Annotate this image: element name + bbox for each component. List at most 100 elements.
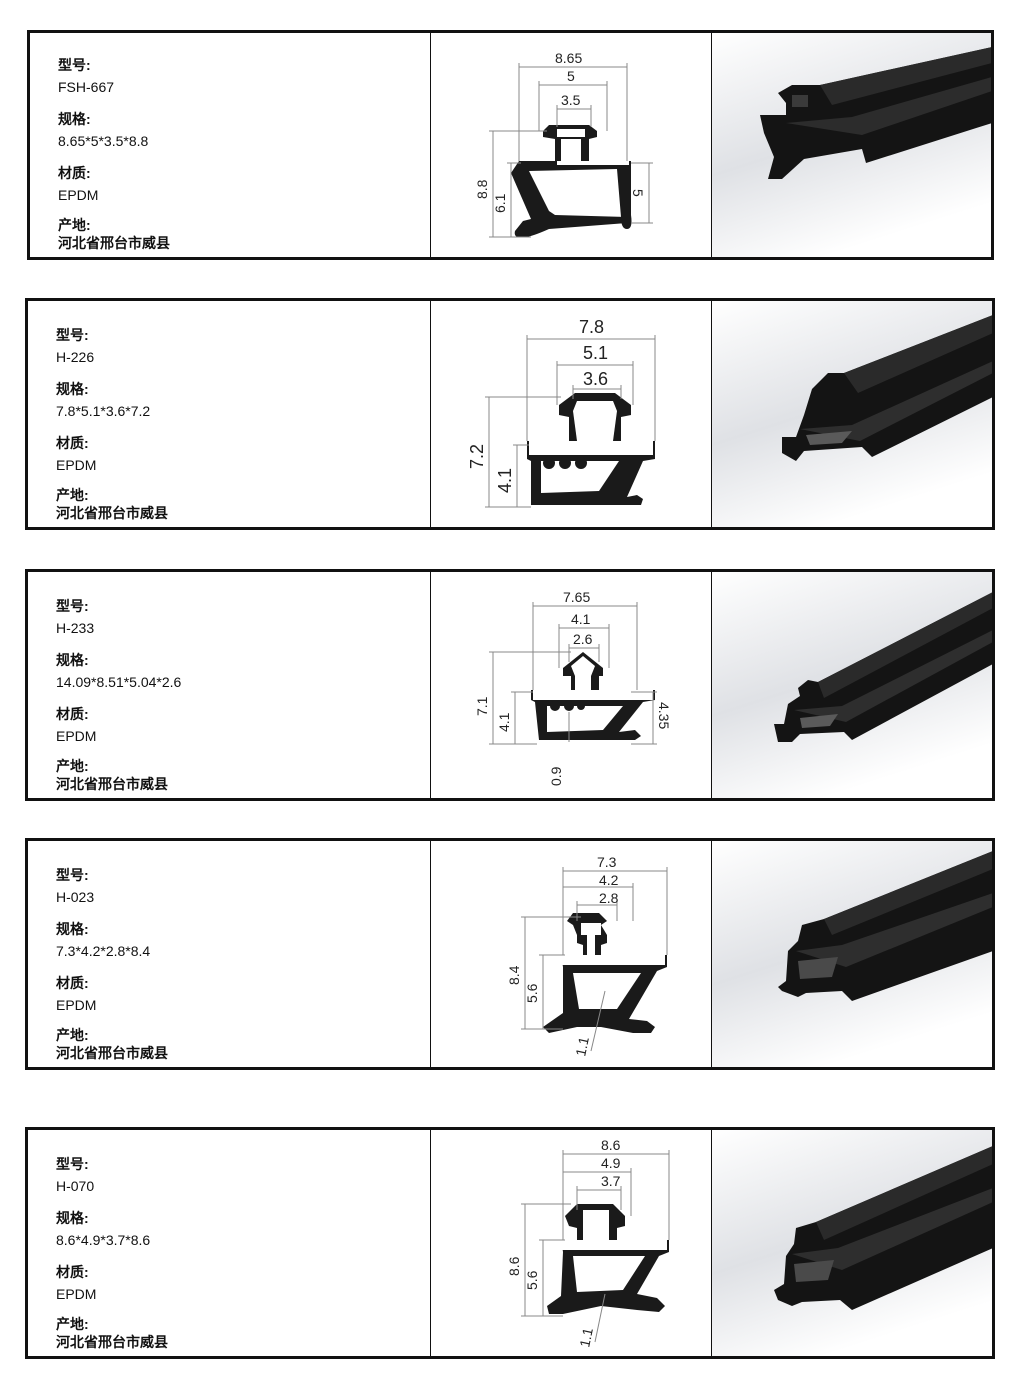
- material-label: 材质:: [56, 435, 89, 451]
- model-value: H-070: [56, 1178, 95, 1194]
- product-render: [711, 33, 991, 257]
- model-value: FSH-667: [58, 79, 115, 95]
- origin-value: 河北省邢台市威县: [56, 1334, 168, 1350]
- origin-label: 产地:: [56, 1316, 89, 1332]
- material-label: 材质:: [56, 706, 89, 722]
- dim-width-total: 8.65: [555, 50, 582, 66]
- dim-width-top: 2.6: [573, 631, 593, 647]
- model-label: 型号:: [56, 598, 89, 614]
- dim-height-lower: 4.1: [496, 712, 512, 732]
- origin-value: 河北省邢台市威县: [56, 1045, 168, 1061]
- profile-drawing: 7.8 5.1 3.6 7.2 4.1: [430, 301, 711, 527]
- dim-height-lower: 5.6: [524, 983, 540, 1003]
- origin-label: 产地:: [58, 217, 91, 233]
- dim-width-total: 7.3: [597, 854, 617, 870]
- origin-label: 产地:: [56, 758, 89, 774]
- profile-drawing: 8.6 4.9 3.7 8.6 5.6 1.1: [430, 1130, 711, 1356]
- profile-svg: 8.65 5 3.5 8.8 6.1 5: [474, 50, 653, 238]
- dim-width-mid: 5: [567, 68, 575, 84]
- model-label: 型号:: [56, 1156, 89, 1172]
- dim-height-right: 5: [630, 189, 646, 197]
- dim-width-mid: 5.1: [583, 343, 608, 363]
- dim-height-total: 8.4: [506, 965, 522, 985]
- profile-svg: 7.8 5.1 3.6 7.2 4.1: [467, 317, 656, 508]
- origin-label: 产地:: [56, 1027, 89, 1043]
- dim-width-top: 3.5: [561, 92, 581, 108]
- spec-value: 8.6*4.9*3.7*8.6: [56, 1232, 151, 1248]
- profile-drawing: 8.65 5 3.5 8.8 6.1 5: [430, 33, 711, 257]
- product-render: [711, 572, 992, 798]
- render-image: [712, 33, 991, 257]
- dim-width-total: 7.65: [563, 589, 590, 605]
- spec-value: 7.8*5.1*3.6*7.2: [56, 403, 151, 419]
- dim-width-mid: 4.1: [571, 611, 591, 627]
- product-render: [711, 301, 992, 527]
- product-info: 型号: H-233 规格: 14.09*8.51*5.04*2.6 材质: EP…: [28, 572, 430, 798]
- spec-label: 规格:: [56, 1210, 89, 1226]
- spec-label: 规格:: [56, 381, 89, 397]
- dim-width-total: 7.8: [579, 317, 604, 337]
- product-info: 型号: H-023 规格: 7.3*4.2*2.8*8.4 材质: EPDM 产…: [28, 841, 430, 1067]
- model-value: H-233: [56, 620, 95, 636]
- product-render: [711, 841, 992, 1067]
- model-value: H-023: [56, 889, 95, 905]
- profile-shape: [543, 913, 667, 1033]
- material-value: EPDM: [56, 1286, 97, 1302]
- product-info: 型号: FSH-667 规格: 8.65*5*3.5*8.8 材质: EPDM …: [30, 33, 430, 257]
- material-value: EPDM: [56, 457, 97, 473]
- spec-label: 规格:: [56, 652, 89, 668]
- dim-height-total: 8.8: [474, 179, 490, 199]
- spec-label: 规格:: [56, 921, 89, 937]
- spec-value: 7.3*4.2*2.8*8.4: [56, 943, 151, 959]
- profile-shape: [531, 652, 655, 740]
- dim-height-total: 7.1: [474, 696, 490, 716]
- model-value: H-226: [56, 349, 95, 365]
- dim-width-mid: 4.9: [601, 1155, 621, 1171]
- dim-height-lower: 6.1: [492, 193, 508, 213]
- profile-shape: [511, 125, 632, 238]
- material-value: EPDM: [56, 997, 97, 1013]
- spec-value: 14.09*8.51*5.04*2.6: [56, 674, 182, 690]
- model-label: 型号:: [56, 327, 89, 343]
- render-image: [712, 1130, 992, 1356]
- profile-svg: 7.65 4.1 2.6 7.1 4.1 4.35 0.9: [474, 589, 672, 786]
- dim-lip: 1.1: [572, 1035, 592, 1058]
- dim-width-top: 3.7: [601, 1173, 621, 1189]
- origin-value: 河北省邢台市威县: [56, 776, 168, 792]
- material-value: EPDM: [58, 187, 99, 203]
- origin-value: 河北省邢台市威县: [56, 505, 168, 521]
- dim-height-total: 7.2: [467, 444, 487, 469]
- render-image: [712, 301, 992, 527]
- spec-value: 8.65*5*3.5*8.8: [58, 133, 149, 149]
- product-card-4: 型号: H-023 规格: 7.3*4.2*2.8*8.4 材质: EPDM 产…: [25, 838, 995, 1070]
- profile-shape: [547, 1204, 669, 1314]
- profile-drawing: 7.65 4.1 2.6 7.1 4.1 4.35 0.9: [430, 572, 711, 798]
- dim-height-total: 8.6: [506, 1256, 522, 1276]
- origin-value: 河北省邢台市威县: [58, 235, 170, 251]
- product-card-2: 型号: H-226 规格: 7.8*5.1*3.6*7.2 材质: EPDM 产…: [25, 298, 995, 530]
- product-info: 型号: H-070 规格: 8.6*4.9*3.7*8.6 材质: EPDM 产…: [28, 1130, 430, 1356]
- dim-lip: 0.9: [548, 766, 564, 786]
- profile-drawing: 7.3 4.2 2.8 8.4 5.6 1.1: [430, 841, 711, 1067]
- dim-height-right: 4.35: [656, 702, 672, 729]
- profile-svg: 8.6 4.9 3.7 8.6 5.6 1.1: [506, 1137, 670, 1349]
- dim-width-total: 8.6: [601, 1137, 621, 1153]
- product-card-5: 型号: H-070 规格: 8.6*4.9*3.7*8.6 材质: EPDM 产…: [25, 1127, 995, 1359]
- dim-height-lower: 4.1: [495, 468, 515, 493]
- dim-height-lower: 5.6: [524, 1270, 540, 1290]
- material-label: 材质:: [56, 1264, 89, 1280]
- model-label: 型号:: [58, 57, 91, 73]
- model-label: 型号:: [56, 867, 89, 883]
- material-label: 材质:: [58, 165, 91, 181]
- dim-width-top: 3.6: [583, 369, 608, 389]
- material-label: 材质:: [56, 975, 89, 991]
- dim-lip: 1.1: [576, 1326, 596, 1349]
- render-image: [712, 841, 992, 1067]
- dim-width-mid: 4.2: [599, 872, 619, 888]
- product-render: [711, 1130, 992, 1356]
- product-info: 型号: H-226 规格: 7.8*5.1*3.6*7.2 材质: EPDM 产…: [28, 301, 430, 527]
- dim-width-top: 2.8: [599, 890, 619, 906]
- origin-label: 产地:: [56, 487, 89, 503]
- product-card-1: 型号: FSH-667 规格: 8.65*5*3.5*8.8 材质: EPDM …: [27, 30, 994, 260]
- profile-svg: 7.3 4.2 2.8 8.4 5.6 1.1: [506, 854, 668, 1058]
